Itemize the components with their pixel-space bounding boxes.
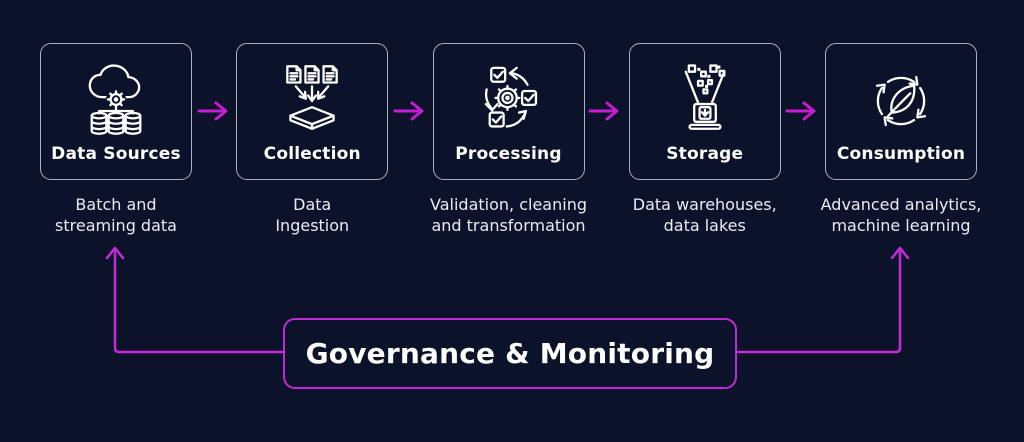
flow-arrow-icon: [588, 101, 619, 121]
governance-connector-left: [113, 249, 285, 354]
checklist-gear-cycle-icon: [472, 64, 546, 138]
stage-label: Consumption: [836, 143, 966, 164]
stage-box: Data Sources: [40, 43, 192, 180]
stage-consumption: Consumption Advanced analytics, machine …: [821, 43, 981, 236]
stage-sublabel: Data warehouses, data lakes: [632, 195, 777, 235]
stage-box: Collection: [236, 43, 389, 180]
stage-label: Processing: [455, 143, 562, 164]
stage-sublabel: Batch and streaming data: [55, 195, 177, 235]
documents-ingestion-icon: [275, 64, 349, 138]
arrow-up-icon: [890, 246, 910, 260]
stage-box: Consumption: [825, 43, 977, 180]
stage-box: Storage: [628, 43, 781, 180]
flow-arrow-icon: [785, 101, 816, 121]
governance-label: Governance & Monitoring: [305, 337, 715, 370]
stage-data-sources: Data Sources Batch and streaming data: [40, 43, 192, 236]
flow-arrow-icon: [393, 101, 424, 121]
data-funnel-storage-icon: [668, 63, 742, 138]
governance-connector-right: [735, 249, 902, 354]
stage-sublabel: Data Ingestion: [275, 195, 350, 235]
stage-label: Data Sources: [51, 143, 181, 164]
leaf-recycle-icon: [864, 64, 938, 138]
cloud-database-icon: [79, 63, 153, 138]
stages-row: Data Sources Batch and streaming data: [40, 43, 981, 236]
stage-label: Storage: [666, 143, 744, 164]
governance-monitoring-box: Governance & Monitoring: [283, 318, 737, 389]
stage-processing: Processing Validation, cleaning and tran…: [430, 43, 587, 236]
arrow-up-icon: [105, 246, 125, 260]
stage-sublabel: Validation, cleaning and transformation: [430, 195, 587, 235]
stage-sublabel: Advanced analytics, machine learning: [820, 195, 982, 235]
stage-box: Processing: [432, 43, 585, 180]
stage-label: Collection: [263, 143, 361, 164]
flow-arrow-icon: [197, 101, 228, 121]
stage-collection: Collection Data Ingestion: [236, 43, 389, 236]
stage-storage: Storage Data warehouses, data lakes: [628, 43, 781, 236]
